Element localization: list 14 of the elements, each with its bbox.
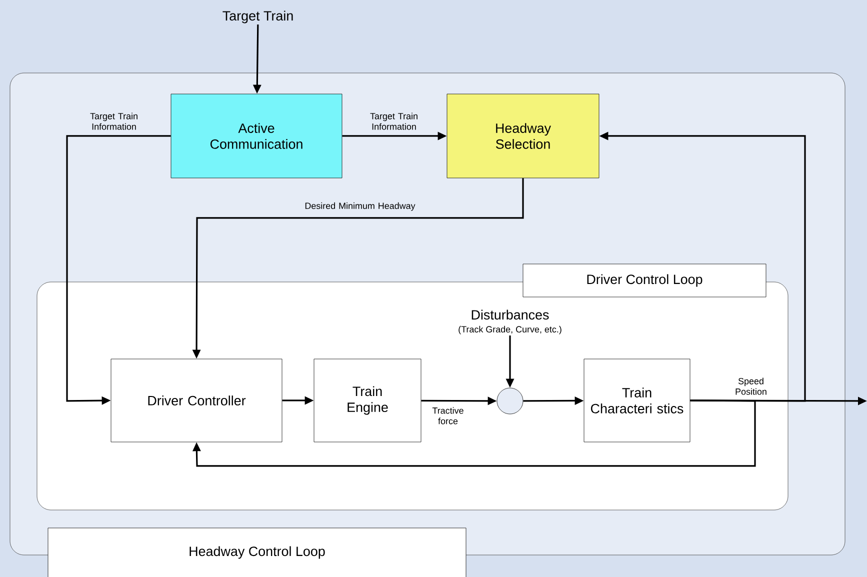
process-box: Driver Controller: [110, 358, 282, 442]
edge-label: Target Train Information: [90, 112, 138, 130]
edge-label: Target Train Information: [370, 112, 418, 130]
process-box: Active Communication: [170, 94, 342, 178]
process-box: Train Characteri stics: [584, 358, 690, 442]
input-label: Disturbances (Track Grade, Curve, etc.): [458, 310, 562, 334]
edge-label: Desired Minimum Headway: [305, 202, 416, 211]
summing-junction: [496, 388, 524, 414]
process-box: Headway Selection: [446, 94, 600, 178]
edge-label: Speed Position: [736, 378, 766, 395]
input-label: Target Train: [222, 10, 293, 24]
process-box: Train Engine: [314, 358, 422, 442]
arrow: [192, 400, 756, 467]
edge-label: Tractive force: [432, 407, 464, 424]
